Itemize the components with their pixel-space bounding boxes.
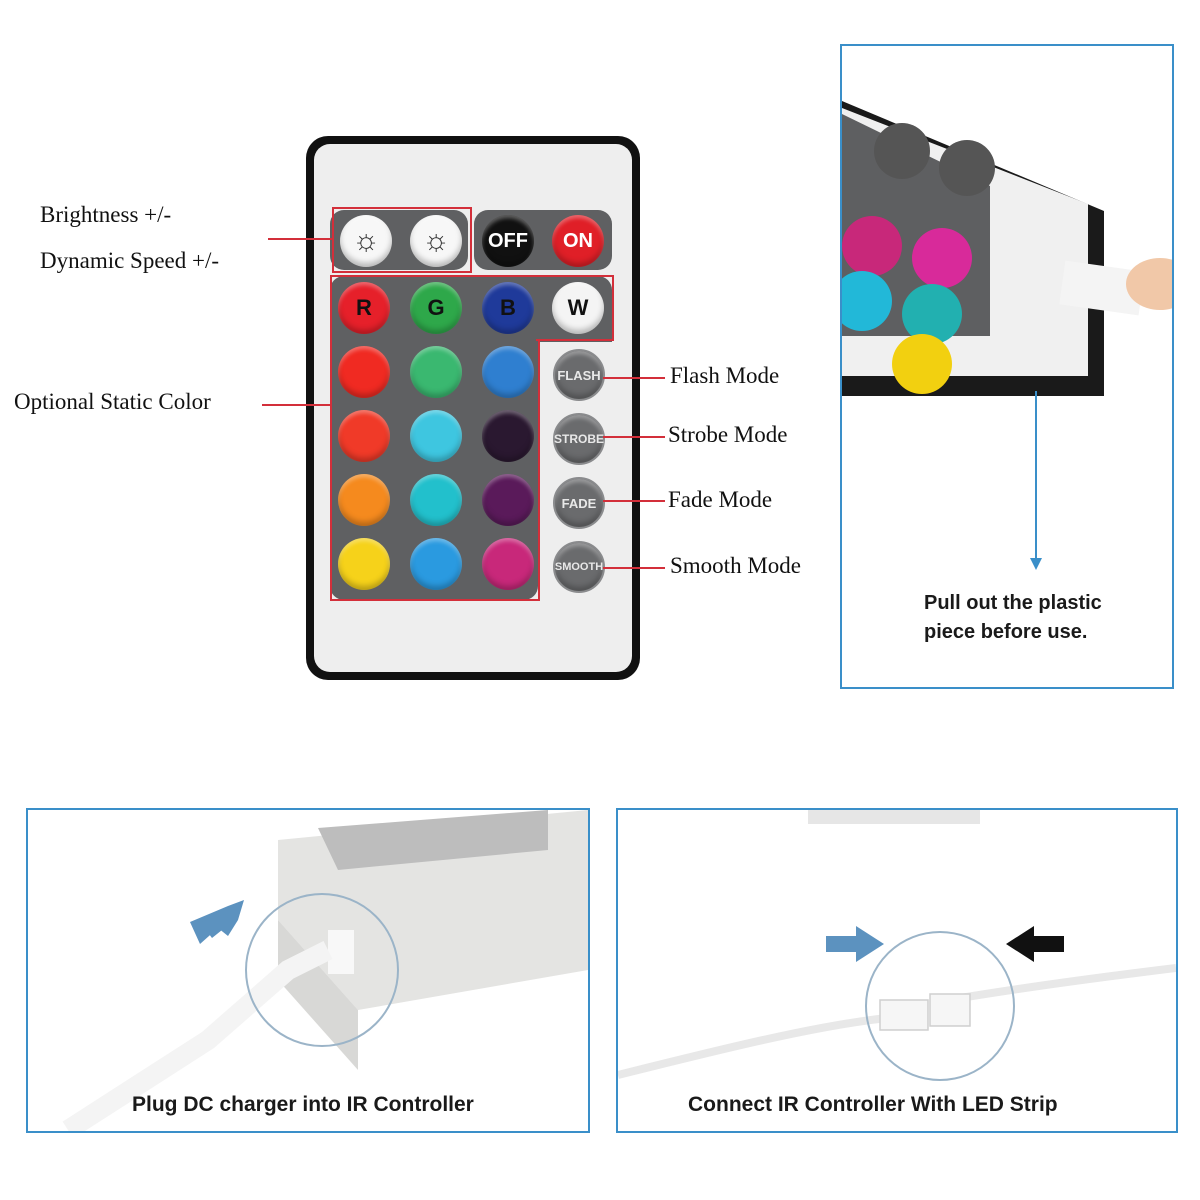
color-highlight [330,339,540,601]
color-button[interactable] [338,474,390,526]
brightness-down-icon: ☼ [422,224,450,257]
plug-dc-panel: Plug DC charger into IR Controller [26,808,590,1133]
on-button[interactable]: ON [552,215,604,267]
color-button[interactable] [410,410,462,462]
color-highlight-edge [536,339,612,341]
static-color-label: Optional Static Color [14,389,211,414]
color-button[interactable] [482,538,534,590]
dc-plug-image [62,810,588,1131]
pull-out-panel: Pull out the plastic piece before use. [840,44,1174,689]
strobe-mode-label: Strobe Mode [668,422,788,447]
flash-mode-label: Flash Mode [670,363,780,388]
color-button[interactable] [482,410,534,462]
color-button[interactable] [338,538,390,590]
strobe-button[interactable]: STROBE [553,413,605,465]
static-color-leader [262,404,332,406]
brightness-down-button[interactable]: ☼ [410,215,462,267]
color-highlight-top [330,275,614,341]
strobe-label: STROBE [554,432,605,446]
remote-closeup-image [842,101,1172,570]
red-button[interactable]: R [338,282,390,334]
color-button[interactable] [338,346,390,398]
smooth-mode-label: Smooth Mode [670,553,801,578]
strobe-leader [603,436,665,438]
connect-panel: Connect IR Controller With LED Strip [616,808,1178,1133]
blue-button[interactable]: B [482,282,534,334]
off-label: OFF [488,229,528,252]
color-button[interactable] [338,410,390,462]
smooth-leader [603,567,665,569]
color-button[interactable] [482,346,534,398]
flash-button[interactable]: FLASH [553,349,605,401]
white-button[interactable]: W [552,282,604,334]
smooth-label: SMOOTH [554,561,604,573]
green-button[interactable]: G [410,282,462,334]
off-button[interactable]: OFF [482,215,534,267]
flash-label: FLASH [557,367,601,383]
brightness-leader [268,238,332,240]
on-label: ON [563,229,593,252]
fade-mode-label: Fade Mode [668,487,773,512]
g-label: G [427,295,445,320]
pull-out-caption: Pull out the plastic piece before use. [924,592,1102,643]
color-button[interactable] [410,474,462,526]
connector-image [618,810,1176,1081]
color-button[interactable] [410,346,462,398]
smooth-button[interactable]: SMOOTH [553,541,605,593]
fade-leader [603,500,665,502]
flash-leader [603,377,665,379]
b-label: B [500,295,516,320]
brightness-highlight [332,207,472,273]
r-label: R [356,295,372,320]
fade-button[interactable]: FADE [553,477,605,529]
plug-dc-caption: Plug DC charger into IR Controller [132,1093,474,1116]
brightness-label: Brightness +/- [40,202,172,227]
brightness-up-button[interactable]: ☼ [340,215,392,267]
fade-label: FADE [561,495,597,511]
brightness-up-icon: ☼ [352,224,380,257]
dynamic-speed-label: Dynamic Speed +/- [40,248,220,273]
connect-caption: Connect IR Controller With LED Strip [688,1093,1058,1116]
color-button[interactable] [482,474,534,526]
color-button[interactable] [410,538,462,590]
w-label: W [567,295,589,320]
